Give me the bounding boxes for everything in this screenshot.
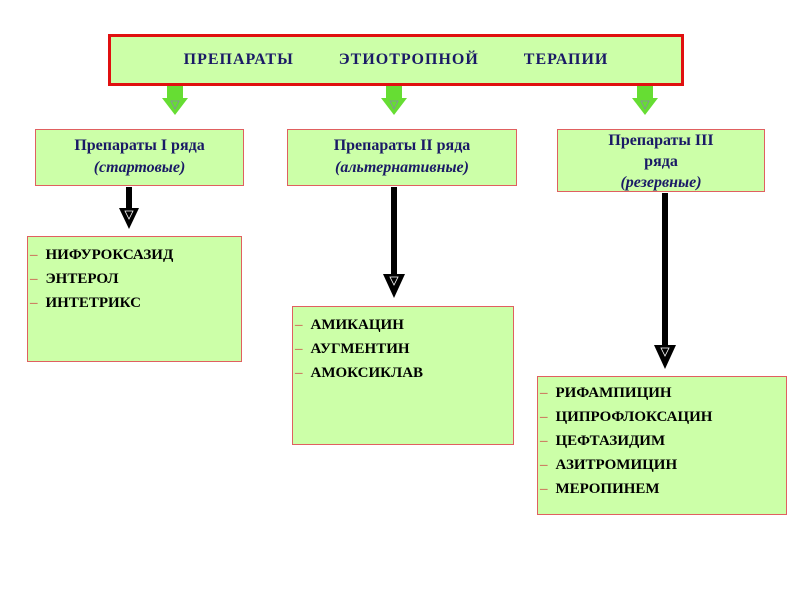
black-arrow-icon	[383, 187, 405, 298]
green-arrow-icon	[632, 86, 658, 115]
drug-list-second-line: АМИКАЦИН АУГМЕНТИН АМОКСИКЛАВ	[292, 306, 514, 445]
category-sublabel: (стартовые)	[93, 159, 186, 176]
drug-item: АУГМЕНТИН	[295, 337, 513, 361]
drug-item: РИФАМПИЦИН	[540, 381, 786, 405]
title-box: ПРЕПАРАТЫ ЭТИОТРОПНОЙ ТЕРАПИИ	[108, 34, 684, 86]
drug-item: АМИКАЦИН	[295, 313, 513, 337]
drug-item: НИФУРОКСАЗИД	[30, 243, 241, 267]
drug-item: ЭНТЕРОЛ	[30, 267, 241, 291]
diagram-title: ПРЕПАРАТЫ ЭТИОТРОПНОЙ ТЕРАПИИ	[183, 51, 609, 68]
green-arrow-icon	[162, 86, 188, 115]
category-label: Препараты I ряда	[74, 137, 205, 154]
category-label: Препараты II ряда	[333, 137, 471, 154]
category-box-second-line: Препараты II ряда (альтернативные)	[287, 129, 517, 186]
drug-item: АЗИТРОМИЦИН	[540, 453, 786, 477]
drug-item: АМОКСИКЛАВ	[295, 361, 513, 385]
category-label-cont: ряда	[644, 153, 678, 170]
drug-item: ЦИПРОФЛОКСАЦИН	[540, 405, 786, 429]
drug-item: ЦЕФТАЗИДИМ	[540, 429, 786, 453]
black-arrow-icon	[119, 187, 139, 229]
black-arrow-icon	[654, 193, 676, 369]
drug-item: ИНТЕТРИКС	[30, 291, 241, 315]
category-box-first-line: Препараты I ряда (стартовые)	[35, 129, 244, 186]
category-sublabel: (резервные)	[620, 174, 702, 191]
category-label: Препараты III	[608, 132, 714, 149]
green-arrow-icon	[381, 86, 407, 115]
category-box-third-line: Препараты III ряда (резервные)	[557, 129, 765, 192]
category-sublabel: (альтернативные)	[335, 159, 469, 176]
drug-list-first-line: НИФУРОКСАЗИД ЭНТЕРОЛ ИНТЕТРИКС	[27, 236, 242, 362]
drug-list-third-line: РИФАМПИЦИН ЦИПРОФЛОКСАЦИН ЦЕФТАЗИДИМ АЗИ…	[537, 376, 787, 515]
drug-item: МЕРОПИНЕМ	[540, 477, 786, 501]
